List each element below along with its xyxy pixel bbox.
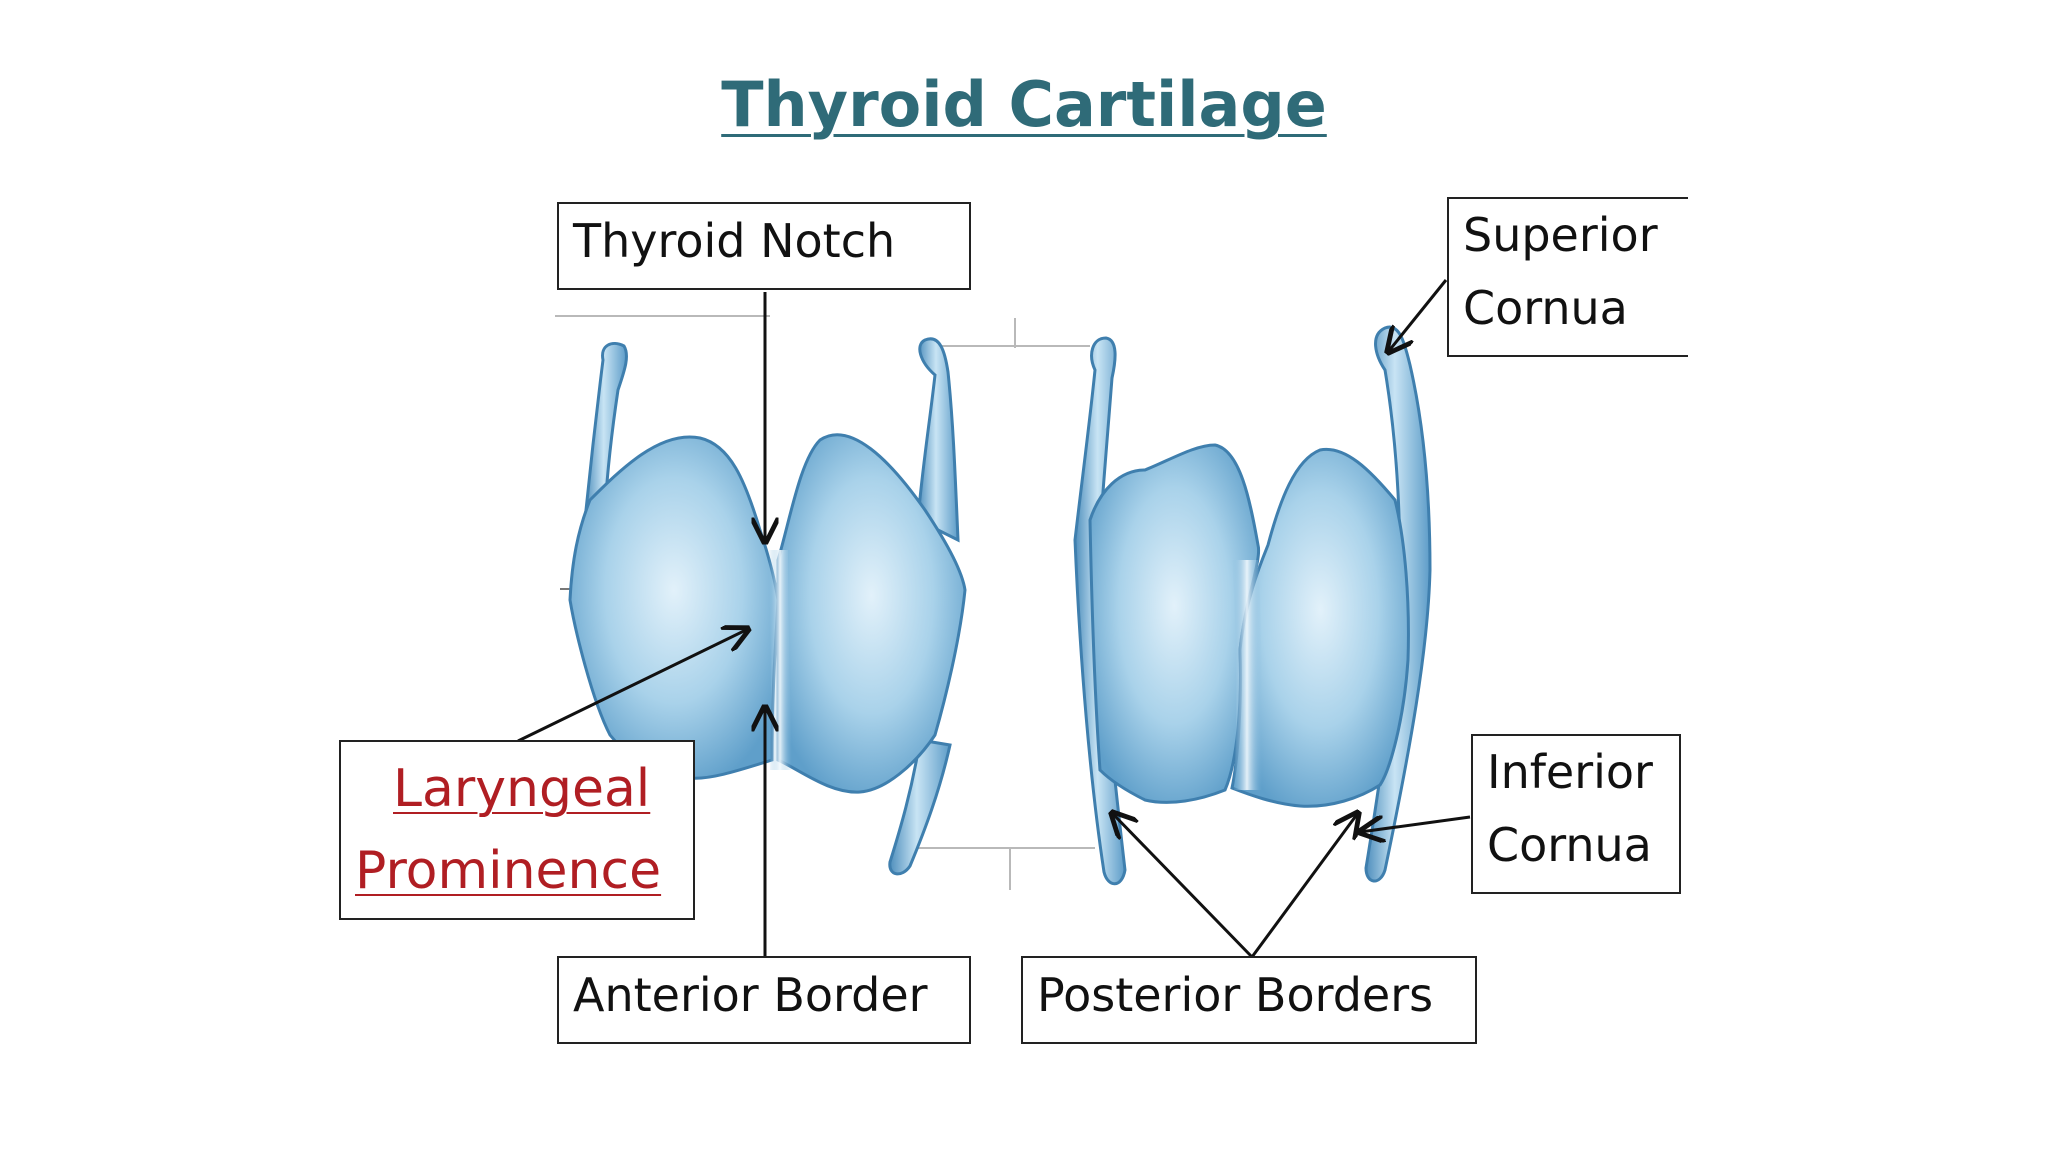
posterior-borders-arrow-right (1250, 813, 1358, 958)
superior-cornua-arrow (1388, 279, 1448, 352)
anterior-left-lamina (568, 435, 780, 780)
laryngeal-prominence-arrow (517, 629, 748, 743)
anterior-right-lamina (776, 433, 967, 794)
posterior-view (1073, 325, 1432, 886)
page-title: Thyroid Cartilage (721, 68, 1327, 141)
posterior-left-lamina (1088, 443, 1261, 804)
posterior-right-lamina (1230, 447, 1410, 808)
posterior-borders-label: Posterior Borders (1021, 956, 1477, 1044)
laryngeal-prominence-label: Laryngeal Prominence (339, 740, 695, 920)
anterior-inferior-horn (888, 738, 952, 876)
posterior-midline-ridge (1232, 560, 1262, 790)
inferior-cornua-arrow (1360, 817, 1471, 832)
left-superior-horn (583, 342, 628, 533)
anterior-border-label: Anterior Border (557, 956, 971, 1044)
leader-arrows (517, 279, 1471, 959)
posterior-borders-arrow-left (1112, 813, 1254, 959)
superior-cornua-label: Superior Cornua (1447, 197, 1688, 357)
thyroid-notch-label: Thyroid Notch (557, 202, 971, 290)
inferior-cornua-label: Inferior Cornua (1471, 734, 1681, 894)
right-superior-horn (916, 337, 960, 543)
